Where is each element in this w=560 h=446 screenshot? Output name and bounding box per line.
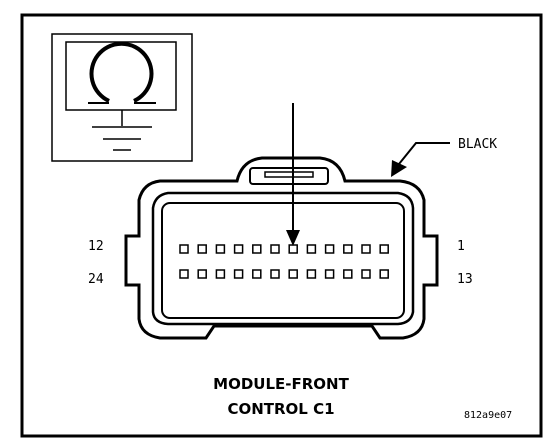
pin-terminal: [324, 244, 335, 254]
connector-title-line2: CONTROL C1: [227, 400, 334, 418]
pin-terminal: [233, 269, 244, 279]
pin-grid: [179, 244, 389, 279]
probe-arrow: [286, 103, 300, 246]
pin-terminal: [361, 269, 371, 279]
pin-terminal: [379, 244, 389, 254]
connector-title-line1: MODULE-FRONT: [213, 375, 349, 393]
pin-terminal: [215, 244, 226, 254]
pin-terminal: [324, 269, 335, 279]
pin-terminal: [233, 244, 244, 254]
pin-terminal: [343, 269, 353, 279]
pin-terminal: [270, 244, 280, 254]
pin-terminal: [306, 244, 317, 254]
color-leader: [391, 142, 450, 177]
pin-terminal: [306, 269, 317, 279]
pin-cavity: [161, 202, 405, 319]
pin-terminal: [215, 269, 226, 279]
pin-terminal: [252, 244, 262, 254]
pin-terminal: [343, 244, 353, 254]
pin-terminal: [179, 269, 189, 279]
pin-label-1: 1: [457, 239, 465, 254]
pin-terminal: [179, 244, 189, 254]
pin-label-12: 12: [88, 239, 104, 254]
pin-terminal: [288, 269, 298, 279]
color-label: BLACK: [458, 137, 497, 152]
pin-terminal: [361, 244, 371, 254]
ground-symbol-icon: [51, 33, 193, 162]
figure-code: 812a9e07: [464, 410, 512, 421]
pin-terminal: [252, 269, 262, 279]
pin-label-13: 13: [457, 272, 473, 287]
pin-terminal: [288, 244, 298, 254]
pin-terminal: [197, 269, 207, 279]
pin-terminal: [379, 269, 389, 279]
pin-terminal: [197, 244, 207, 254]
pin-terminal: [270, 269, 280, 279]
pin-label-24: 24: [88, 272, 104, 287]
diagram-frame: [20, 13, 543, 438]
connector-housing: [124, 156, 439, 340]
